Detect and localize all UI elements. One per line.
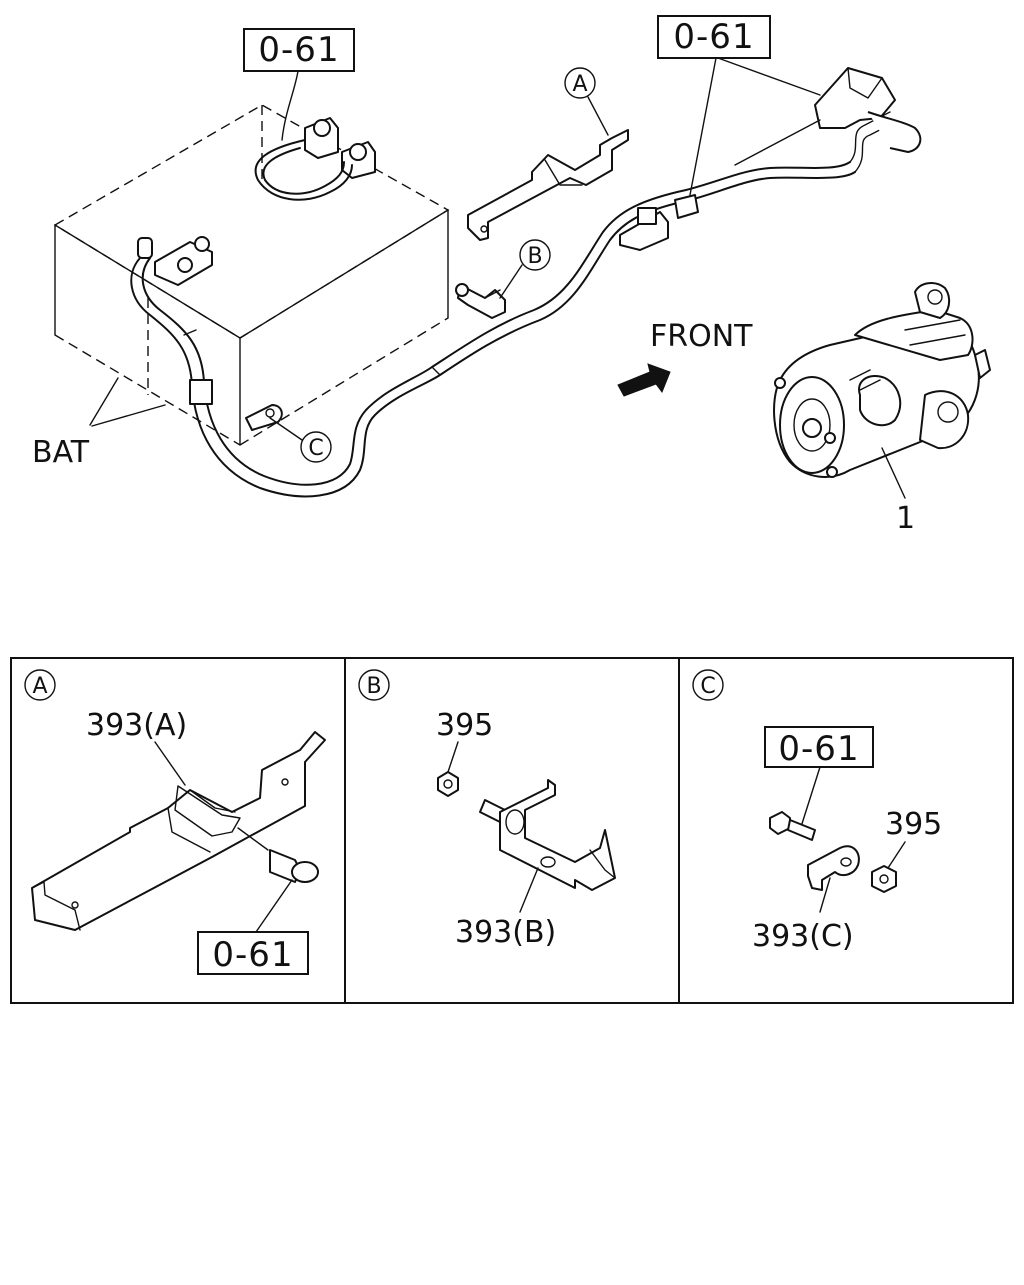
panel-b-marker: B [366, 674, 381, 699]
bolt-a [269, 849, 319, 883]
panel-b-part-label: 393(B) [455, 915, 556, 950]
panel-c-ref-code: 0-61 [778, 729, 859, 769]
panel-c-nut-label: 395 [885, 807, 942, 842]
panel-c-part-label: 393(C) [752, 919, 854, 954]
battery-link-cable [254, 139, 353, 201]
callout-c: C [269, 417, 332, 463]
panel-a-ref-code: 0-61 [212, 935, 293, 975]
detail-panel-c: C 0-61 395 393(C) [692, 669, 942, 954]
part-1-label: 1 [896, 501, 915, 536]
battery [53, 104, 450, 446]
detail-panel-a: A 393(A) 0-61 [24, 669, 326, 975]
clip-c [807, 845, 860, 891]
cable-connector [619, 194, 699, 251]
panel-b-nut-label: 395 [436, 708, 493, 743]
svg-text:A: A [572, 72, 587, 97]
battery-terminal-clamps [137, 117, 376, 286]
part-1-callout: 1 [881, 447, 915, 536]
callout-b: B [499, 239, 551, 299]
svg-text:B: B [527, 244, 542, 269]
ref-box-top-left: 0-61 [243, 28, 355, 141]
panel-a-part-label: 393(A) [86, 708, 187, 743]
bat-callout: BAT [32, 377, 166, 470]
svg-text:C: C [308, 436, 323, 461]
detail-panel-b: B 395 393(B) [358, 669, 616, 950]
panel-a-marker: A [32, 674, 47, 699]
callout-a: A [564, 67, 609, 136]
nut-b [437, 771, 459, 797]
bolt-c [769, 811, 816, 841]
front-indicator: FRONT [617, 319, 753, 397]
bracket-b-installed [455, 283, 506, 319]
ref-code-top-right: 0-61 [673, 17, 754, 57]
bat-label: BAT [32, 435, 90, 470]
clamp-c-on-battery [189, 379, 283, 431]
starter-terminal-end [814, 67, 922, 153]
nut-c [871, 865, 897, 893]
ref-code-top-left: 0-61 [258, 30, 339, 70]
detail-panels-frame [10, 657, 1014, 1004]
front-label: FRONT [650, 319, 753, 354]
front-arrow-icon [617, 363, 671, 397]
panel-c-marker: C [700, 674, 715, 699]
ref-box-top-right: 0-61 [657, 15, 821, 196]
bracket-a-installed [467, 129, 629, 241]
starter-motor [773, 282, 991, 478]
